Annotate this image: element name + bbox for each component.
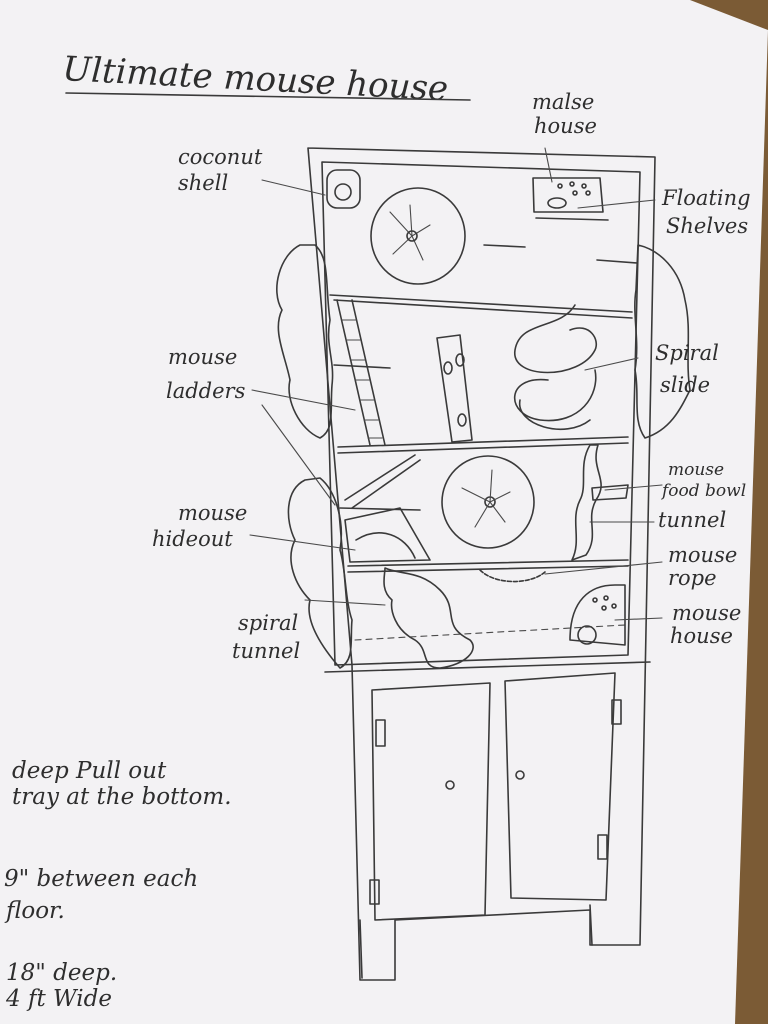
greenery-right	[634, 244, 691, 439]
note-dims-1: 18" deep.	[6, 960, 117, 986]
label-coconut-shell-2: shell	[178, 171, 228, 195]
title-underline	[65, 92, 471, 101]
label-malse-house-2: house	[534, 114, 597, 138]
label-mouse-ladders-2: ladders	[166, 379, 246, 403]
annotation-labels: coconut shell malse house Floating Shelv…	[152, 90, 751, 663]
label-floating-shelves-2: Shelves	[666, 214, 748, 238]
note-tray-1: deep Pull out	[12, 758, 167, 784]
label-spiral-slide-1: Spiral	[655, 341, 719, 365]
food-bowl-drawing	[591, 484, 629, 501]
spiral-slide-drawing	[513, 304, 597, 430]
ramp	[344, 454, 421, 509]
spiral-tunnel-drawing	[383, 567, 474, 669]
label-spiral-slide-2: slide	[660, 373, 710, 397]
mouse-house-drawing	[569, 584, 626, 646]
mouse-hideout-drawing	[344, 507, 431, 563]
label-mouse-house-1: mouse	[672, 601, 741, 625]
label-mouse-hideout-2: hideout	[152, 527, 233, 551]
greenery-left	[276, 244, 353, 669]
label-mouse-ladders-1: mouse	[168, 345, 237, 369]
dimension-notes: deep Pull out tray at the bottom. 9" bet…	[4, 758, 232, 1012]
note-floors-1: 9" between each	[4, 866, 198, 892]
label-food-bowl-2: food bowl	[660, 481, 746, 501]
label-food-bowl-1: mouse	[668, 460, 724, 480]
label-spiral-tunnel-1: spiral	[238, 611, 298, 635]
note-tray-2: tray at the bottom.	[12, 784, 232, 810]
leader-arrows	[249, 147, 663, 621]
mouse-rope-drawing	[479, 569, 546, 583]
coconut-shell-drawing	[326, 169, 361, 209]
shelves	[329, 217, 638, 641]
note-dims-2: 4 ft Wide	[5, 986, 112, 1012]
malse-house-drawing	[532, 177, 604, 213]
label-mouse-rope-2: rope	[668, 566, 717, 590]
note-floors-2: floor.	[4, 898, 65, 924]
label-malse-house-1: malse	[532, 90, 594, 114]
label-mouse-house-2: house	[670, 624, 733, 648]
hanging-tube	[436, 334, 473, 443]
vertical-tunnel	[571, 444, 602, 561]
cabinet-doors	[369, 672, 622, 921]
label-spiral-tunnel-2: tunnel	[232, 639, 300, 663]
label-floating-shelves-1: Floating	[661, 186, 751, 210]
exercise-wheel-top	[370, 187, 466, 285]
label-coconut-shell-1: coconut	[178, 145, 263, 169]
mouse-ladder	[336, 299, 386, 446]
label-tunnel: tunnel	[658, 508, 726, 532]
label-mouse-hideout-1: mouse	[178, 501, 247, 525]
label-mouse-rope-1: mouse	[668, 543, 737, 567]
cabinet-frame	[307, 147, 656, 981]
exercise-wheel-middle	[441, 455, 535, 549]
